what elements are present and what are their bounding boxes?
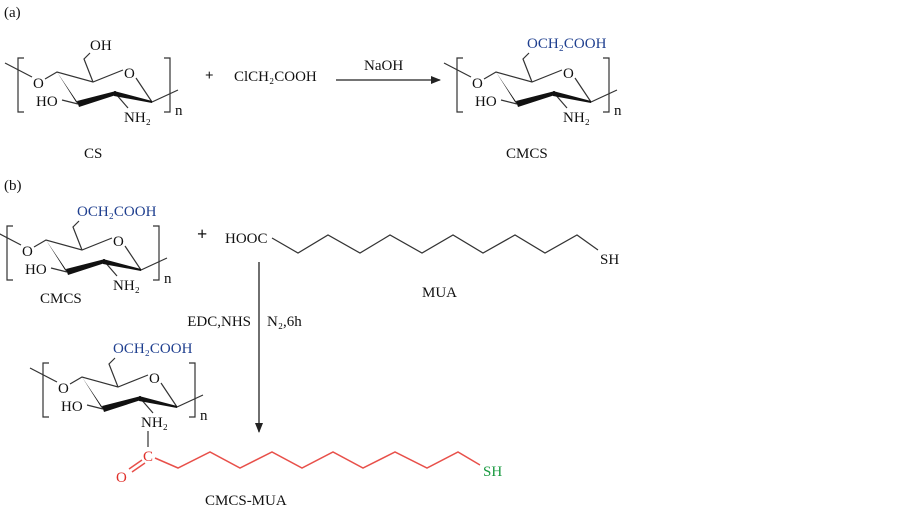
panel-b-label: (b) (4, 178, 22, 194)
cmcs-mua-substituent: OCH₂COOH (113, 341, 193, 357)
cmcs-b-nh2: NH₂ (113, 278, 140, 294)
cmcs-nh2: NH₂ (563, 110, 590, 126)
cmcs-b-ring-o: O (113, 234, 124, 250)
mua-head: HOOC (225, 231, 268, 247)
cmcs-b-substituent: OCH₂COOH (77, 204, 157, 220)
cmcs-name: CMCS (506, 146, 548, 162)
cs-link-o: O (33, 76, 44, 92)
cmcs-n: n (614, 103, 622, 119)
condition-n2-6h: N₂,6h (267, 314, 302, 330)
condition-edc-nhs: EDC,NHS (187, 314, 251, 330)
cs-name: CS (84, 146, 102, 162)
cs-structure: OH O O HO NH₂ n (4, 38, 183, 126)
cs-oh: OH (90, 38, 112, 54)
cs-n: n (175, 103, 183, 119)
mua-name: MUA (422, 285, 457, 301)
mua-chain-red (154, 451, 481, 469)
cmcs-link-o: O (472, 76, 483, 92)
cs-ring-o: O (124, 66, 135, 82)
mua-chain (271, 234, 599, 254)
carbonyl-o: O (116, 470, 127, 486)
cs-ring (4, 52, 179, 113)
cmcs-mua-structure: OCH₂COOH O O HO NH₂ n (29, 341, 208, 431)
cmcs-mua-n: n (200, 408, 208, 424)
reagent-chloroacetic-acid: ClCH₂COOH (234, 69, 317, 85)
cmcs-ring-o: O (563, 66, 574, 82)
cmcs-mua-nh2: NH₂ (141, 415, 168, 431)
carbonyl-double-bond (128, 459, 146, 473)
cmcs-b-ho: HO (25, 262, 47, 278)
cmcs-mua-ring (29, 357, 204, 418)
cmcs-mua-ring-o: O (149, 371, 160, 387)
cmcs-product-structure: OCH₂COOH O O HO NH₂ n (443, 36, 622, 126)
cs-ho: HO (36, 94, 58, 110)
panel-a-label: (a) (4, 5, 21, 21)
cmcs-mua-name: CMCS-MUA (205, 493, 287, 509)
cmcs-ring (443, 52, 618, 113)
cmcs-ho: HO (475, 94, 497, 110)
plus-a: + (205, 68, 214, 84)
cmcs-mua-ho: HO (61, 399, 83, 415)
cmcs-mua-link-o: O (58, 381, 69, 397)
cmcs-b-link-o: O (22, 244, 33, 260)
cmcs-b-name: CMCS (40, 291, 82, 307)
condition-naoh: NaOH (364, 58, 403, 74)
thiol-sh: SH (483, 464, 502, 480)
cs-nh2: NH₂ (124, 110, 151, 126)
mua-tail: SH (600, 252, 619, 268)
cmcs-substituent: OCH₂COOH (527, 36, 607, 52)
cmcs-b-n: n (164, 271, 172, 287)
plus-b: + (197, 224, 207, 244)
carbonyl-c: C (143, 449, 153, 465)
cmcs-reactant-structure: OCH₂COOH O O HO NH₂ n (0, 204, 172, 294)
